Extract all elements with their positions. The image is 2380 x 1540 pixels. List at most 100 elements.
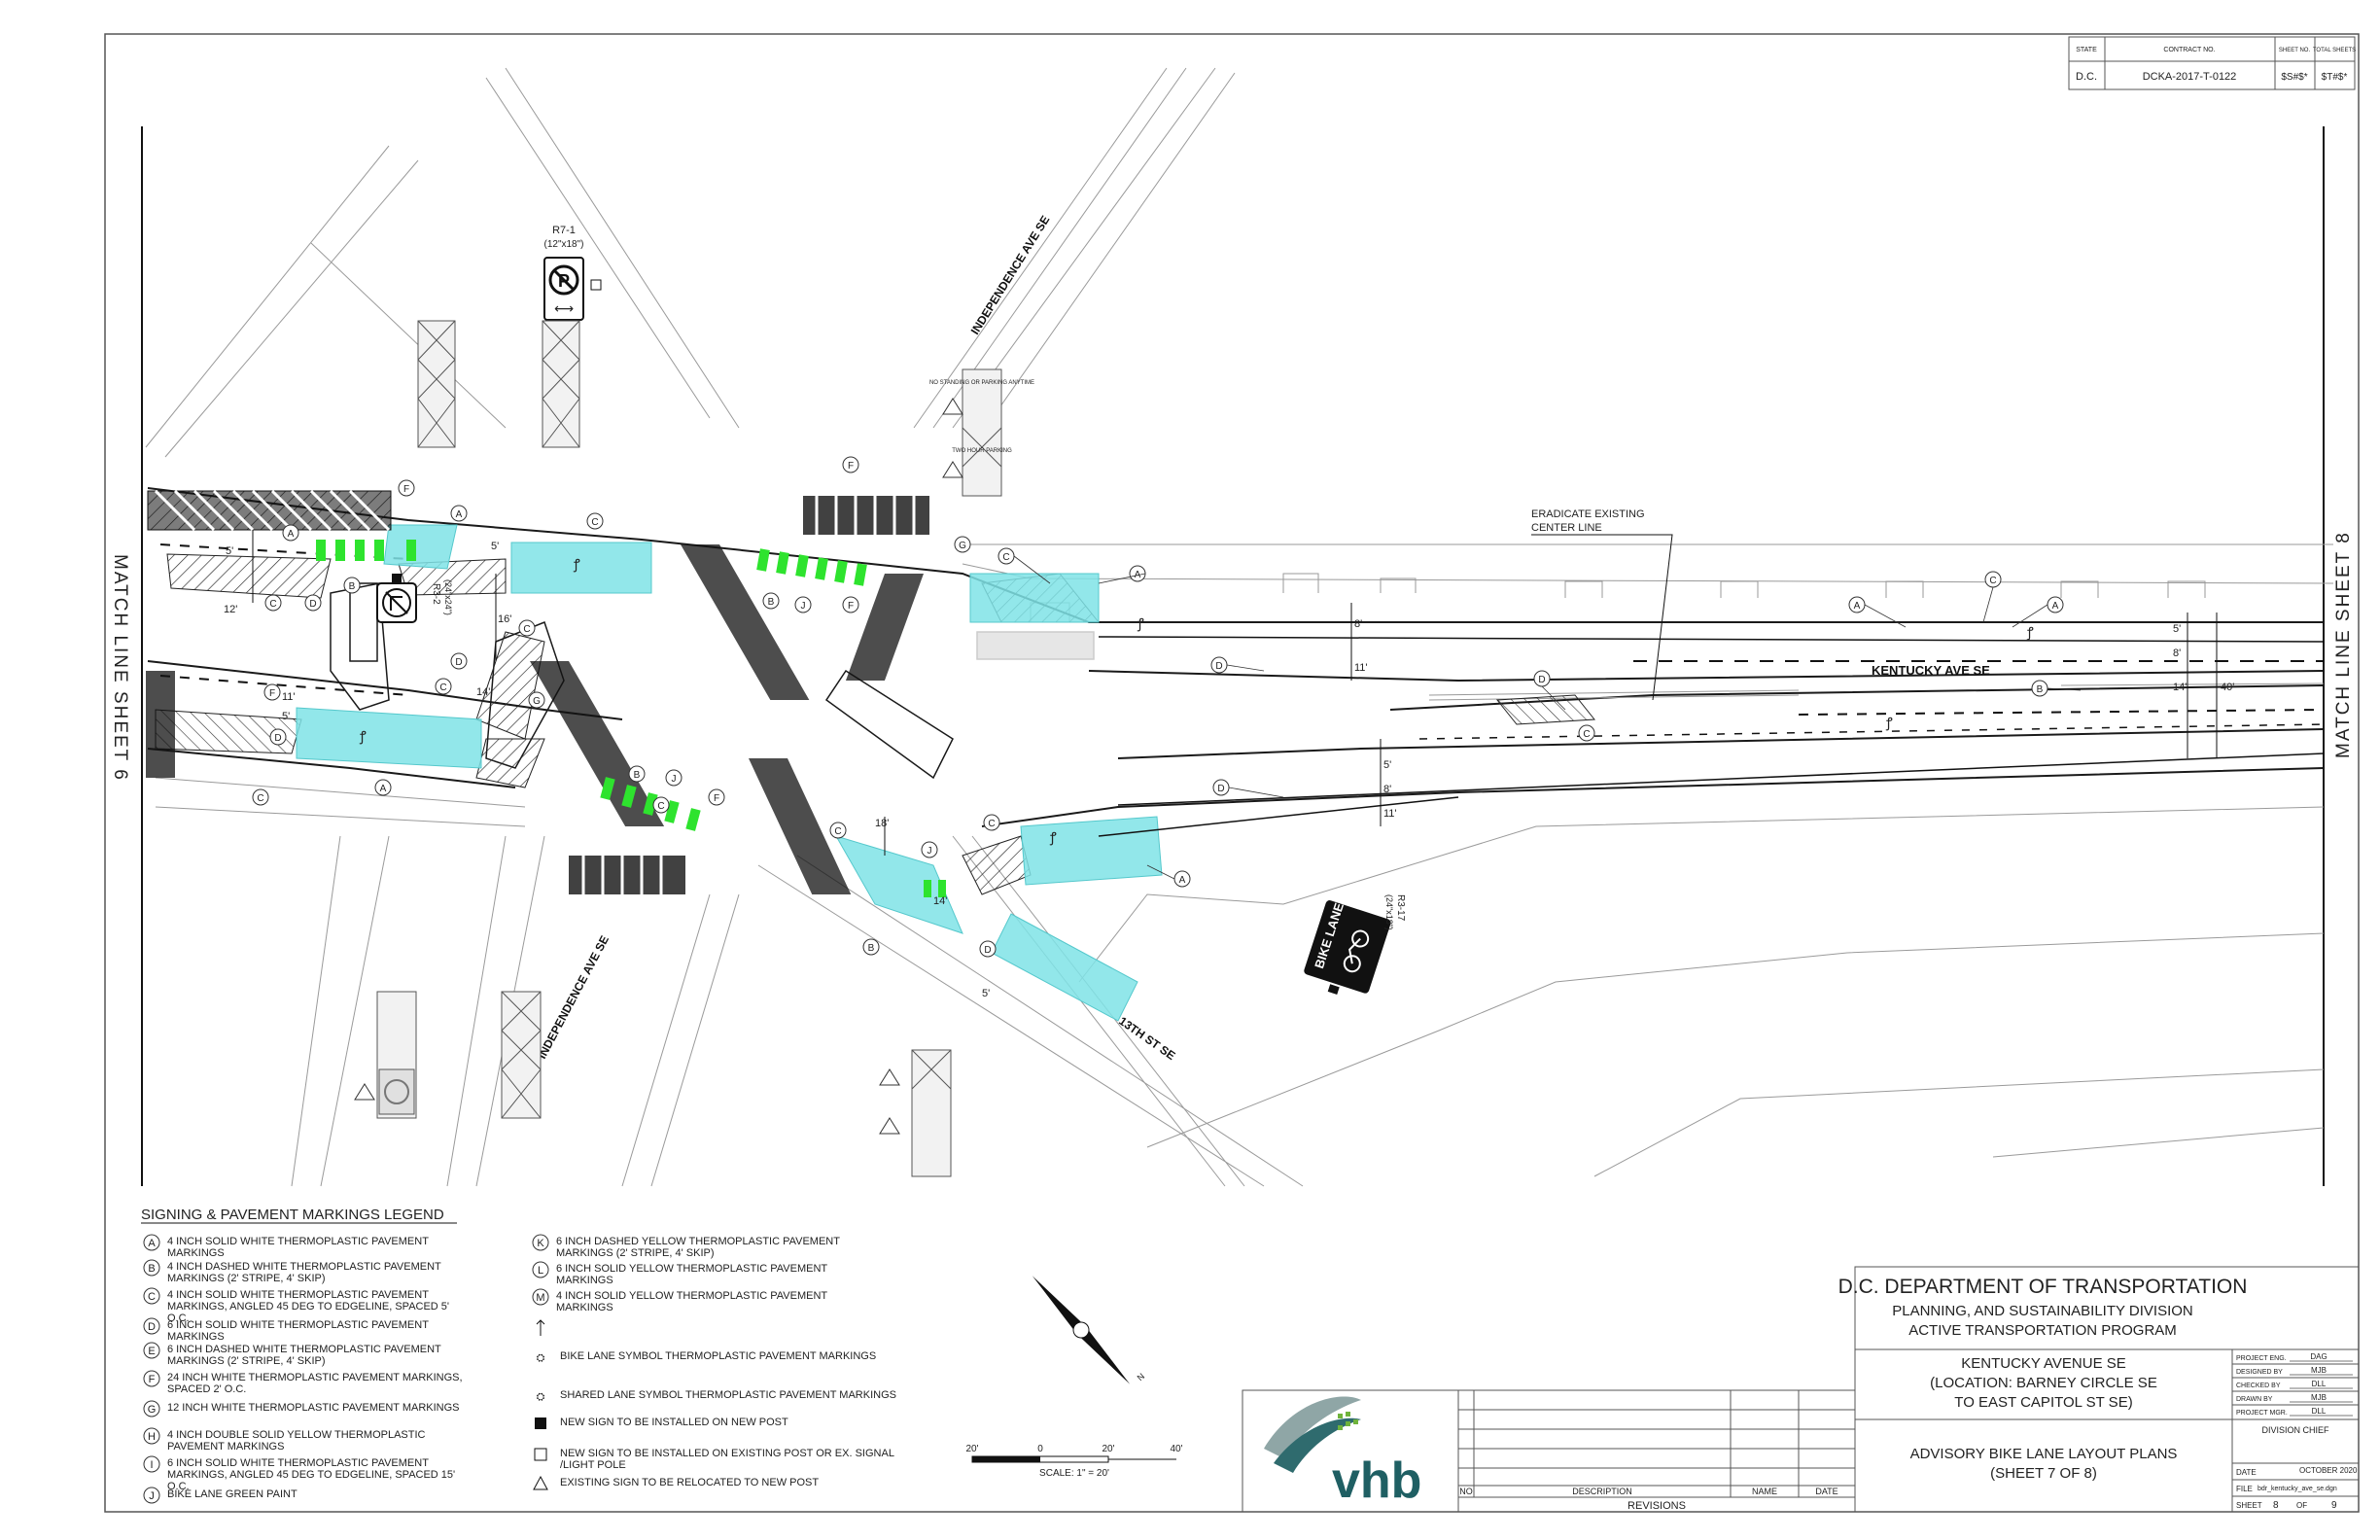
role-value: DLL	[2312, 1407, 2327, 1416]
callout-f4: F	[263, 683, 281, 701]
svg-text:A: A	[456, 509, 463, 520]
legend-key: E	[148, 1346, 155, 1357]
legend-text: MARKINGS (2' STRIPE, 4' SKIP)	[556, 1247, 715, 1259]
callout-b3: B	[628, 765, 646, 783]
svg-text:F: F	[848, 601, 854, 612]
callout-leaders	[1013, 555, 2082, 880]
callout-d3: D	[269, 728, 287, 746]
svg-text:⟷: ⟷	[554, 300, 574, 316]
svg-text:ꝭ: ꝭ	[1049, 829, 1057, 846]
svg-text:F: F	[848, 461, 854, 472]
svg-text:C: C	[523, 624, 530, 635]
callout-c10: C	[1578, 724, 1595, 742]
svg-text:C: C	[657, 801, 664, 812]
scale-l3: 40'	[1170, 1444, 1182, 1454]
svg-text:C: C	[257, 793, 263, 804]
vhb-logo-text: vhb	[1332, 1452, 1421, 1509]
note-eradicate-leader	[1531, 534, 1673, 701]
callout-c5: C	[435, 678, 452, 695]
dim-12: 5'	[2173, 623, 2181, 635]
svg-text:C: C	[834, 826, 841, 837]
note-eradicate-2: CENTER LINE	[1531, 522, 1602, 534]
legend-symbol-text: /LIGHT POLE	[560, 1459, 626, 1471]
svg-text:G: G	[533, 696, 541, 707]
callout-d7: D	[1533, 670, 1551, 687]
rev-col-name: NAME	[1752, 1487, 1777, 1496]
svg-text:ꝭ: ꝭ	[1137, 615, 1144, 632]
sign-r3-17-code: R3-17	[1395, 894, 1406, 922]
sheet-value: 8	[2273, 1500, 2279, 1511]
dim-13: 8'	[2173, 648, 2181, 659]
placard-no-standing: NO STANDING OR PARKING ANYTIME	[929, 380, 1034, 386]
match-line-right-label: MATCH LINE SHEET 8	[2333, 531, 2354, 758]
role-label: CHECKED BY	[2236, 1382, 2281, 1389]
legend-text: MARKINGS, ANGLED 45 DEG TO EDGELINE, SPA…	[167, 1301, 449, 1312]
role-label: PROJECT MGR.	[2236, 1410, 2288, 1417]
callout-j: J	[794, 596, 812, 613]
callout-b2: B	[762, 592, 780, 610]
role-label: PROJECT ENG.	[2236, 1355, 2287, 1362]
title-agency: D.C. DEPARTMENT OF TRANSPORTATION	[1838, 1276, 2248, 1298]
title-project-3: TO EAST CAPITOL ST SE)	[1954, 1394, 2132, 1411]
legend: SIGNING & PAVEMENT MARKINGS LEGEND	[141, 1207, 457, 1224]
svg-text:D: D	[984, 945, 991, 956]
dim-5: 16'	[498, 613, 511, 625]
svg-text:B: B	[349, 581, 356, 592]
bike-lane-symbol-icon: ⛭	[537, 1352, 545, 1364]
sheet-label: SHEET	[2236, 1501, 2262, 1510]
callout-c4: C	[518, 619, 536, 637]
rev-title: REVISIONS	[1628, 1500, 1686, 1512]
legend-text: MARKINGS (2' STRIPE, 4' SKIP)	[167, 1355, 326, 1367]
of-value: 9	[2331, 1500, 2337, 1511]
callout-b5: B	[2031, 680, 2048, 697]
svg-text:A: A	[1854, 601, 1861, 612]
legend-text: BIKE LANE GREEN PAINT	[167, 1488, 298, 1500]
svg-text:D: D	[274, 733, 281, 744]
legend-key: H	[148, 1431, 156, 1443]
role-value: MJB	[2311, 1366, 2327, 1375]
dim-14: 14'	[2173, 682, 2187, 693]
svg-text:D: D	[309, 599, 316, 610]
callout-f5: F	[708, 788, 725, 806]
legend-key-circle	[143, 1287, 160, 1305]
callout-b: B	[343, 577, 361, 594]
col-state: STATE	[2076, 47, 2097, 53]
title-project-1: KENTUCKY AVENUE SE	[1961, 1355, 2126, 1372]
background-linework	[145, 67, 2334, 1187]
legend-key-circle	[532, 1234, 549, 1251]
legend-key-circle	[143, 1342, 160, 1359]
road-edges	[147, 487, 2325, 827]
svg-text:C: C	[988, 819, 995, 829]
legend-symbol-filled-square: NEW SIGN TO BE INSTALLED ON NEW POST	[535, 1417, 788, 1429]
legend-key: C	[148, 1291, 156, 1303]
callout-j3: J	[921, 841, 938, 858]
callout-c: C	[264, 594, 282, 612]
triangle-icon	[533, 1475, 548, 1490]
sign-r3-2: R3-2 (24"x24")	[376, 574, 453, 623]
green-paint-blocks	[316, 540, 946, 897]
svg-text:A: A	[380, 784, 387, 794]
dim-4: 5'	[282, 711, 290, 722]
state-value: D.C.	[2076, 71, 2097, 83]
svg-text:C: C	[1002, 552, 1009, 563]
legend-text: 6 INCH DASHED YELLOW THERMOPLASTIC PAVEM…	[556, 1236, 840, 1247]
callout-f3: F	[842, 596, 859, 613]
legend-key-circle	[143, 1234, 160, 1251]
of-label: OF	[2296, 1501, 2307, 1510]
date-label: DATE	[2236, 1468, 2257, 1477]
contract-value: DCKA-2017-T-0122	[2143, 71, 2237, 83]
street-kentucky: KENTUCKY AVE SE	[1872, 663, 1990, 678]
svg-text:F: F	[269, 688, 275, 699]
street-independence-south: INDEPENDENCE AVE SE	[535, 933, 612, 1061]
callout-a: A	[282, 524, 299, 542]
legend-key: D	[148, 1321, 156, 1333]
callout-b4: B	[862, 938, 880, 956]
legend-key: M	[536, 1292, 544, 1304]
svg-text:C: C	[439, 682, 446, 693]
callout-a5: A	[1173, 870, 1191, 888]
